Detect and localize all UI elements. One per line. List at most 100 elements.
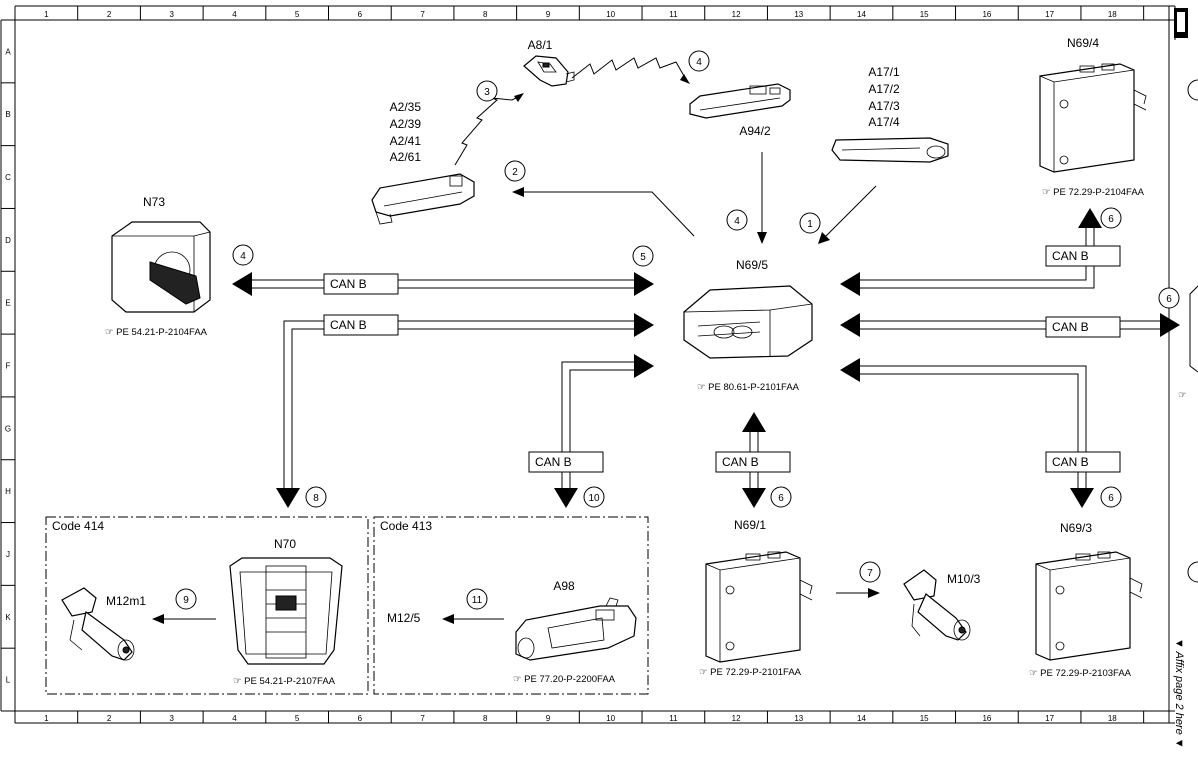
- svg-text:11: 11: [472, 595, 483, 606]
- svg-text:☞ PE 72.29-P-2101FAA: ☞ PE 72.29-P-2101FAA: [699, 667, 802, 678]
- edge-ref-icon: ☞: [1178, 390, 1187, 401]
- svg-text:6: 6: [1108, 214, 1114, 225]
- affix-note: ▼ Affix page 2 here ▼: [1173, 638, 1185, 749]
- svg-text:CAN B: CAN B: [330, 318, 367, 332]
- grid-col-label: 4: [232, 10, 237, 19]
- can-b-label-a98: CAN B: [528, 451, 604, 473]
- svg-text:5: 5: [640, 252, 646, 263]
- edge-circle-top: [1187, 79, 1198, 101]
- svg-text:4: 4: [734, 216, 740, 227]
- grid-col-label: 1: [44, 10, 49, 19]
- svg-text:6: 6: [1108, 493, 1114, 504]
- callout-6-n69-1: 6: [770, 486, 792, 508]
- svg-text:6: 6: [1166, 294, 1172, 305]
- a17-4-label: A17/4: [868, 115, 900, 129]
- grid-col-label: 17: [1045, 714, 1054, 723]
- svg-text:CAN B: CAN B: [1052, 320, 1089, 334]
- callout-10: 10: [583, 486, 605, 508]
- svg-text:9: 9: [183, 595, 189, 606]
- a8-1-label: A8/1: [528, 38, 553, 52]
- grid-col-label: 18: [1108, 10, 1117, 19]
- n69-3-ref: PE 72.29-P-2103FAA: [1040, 668, 1131, 679]
- grid-frame: 1122334455667788991010111112121313141415…: [0, 5, 1188, 724]
- svg-text:CAN B: CAN B: [722, 455, 759, 469]
- a94-2-antenna: A94/2: [689, 83, 791, 138]
- grid-col-label: 12: [732, 714, 741, 723]
- grid-col-label: 12: [732, 10, 741, 19]
- signal-line-2: [520, 191, 695, 237]
- grid-col-label: 14: [857, 10, 866, 19]
- callout-6-n69-3: 6: [1100, 486, 1122, 508]
- grid-row-label: D: [5, 236, 11, 245]
- grid-row-label: A: [5, 47, 11, 56]
- grid-row-label: L: [6, 676, 11, 685]
- svg-text:☞ PE 77.20-P-2200FAA: ☞ PE 77.20-P-2200FAA: [513, 674, 616, 685]
- can-b-label-right: CAN B: [1045, 316, 1121, 338]
- can-bus-n70: [276, 313, 654, 508]
- can-b-label-n73: CAN B: [323, 273, 399, 295]
- callout-4-antenna: 4: [688, 50, 710, 72]
- can-bus-n73: [232, 272, 654, 296]
- grid-col-label: 15: [920, 714, 929, 723]
- n70-ref-icon: ☞: [233, 676, 244, 687]
- n69-4-label: N69/4: [1067, 36, 1099, 50]
- a17-door-handles: A17/1 A17/2 A17/3 A17/4: [831, 65, 949, 163]
- grid-col-label: 8: [483, 714, 488, 723]
- code-413-label: Code 413: [380, 519, 432, 533]
- code-414-label: Code 414: [52, 519, 104, 533]
- signal-line-1: [825, 185, 877, 237]
- n73-label: N73: [143, 195, 165, 209]
- n69-3-module: N69/3 ☞ PE 72.29-P-2103FAA: [1029, 521, 1143, 679]
- n73-ref-icon: ☞: [105, 327, 116, 338]
- m10-3-label: M10/3: [947, 572, 981, 586]
- svg-text:6: 6: [778, 493, 784, 504]
- grid-col-label: 16: [982, 10, 991, 19]
- grid-col-label: 6: [358, 714, 363, 723]
- n69-5-module: N69/5 ☞ PE 80.61-P-2101FAA: [683, 258, 813, 393]
- a17-1-label: A17/1: [868, 65, 900, 79]
- can-bus-right: [840, 313, 1180, 337]
- n69-4-ref-icon: ☞: [1042, 187, 1053, 198]
- callout-1: 1: [799, 212, 821, 234]
- svg-text:10: 10: [588, 493, 600, 504]
- callout-8: 8: [305, 486, 327, 508]
- n70-label: N70: [274, 537, 296, 551]
- n69-3-ref-icon: ☞: [1029, 668, 1040, 679]
- svg-text:☞ PE 54.21-P-2107FAA: ☞ PE 54.21-P-2107FAA: [233, 676, 336, 687]
- grid-row-label: H: [5, 487, 11, 496]
- grid-row-label: G: [5, 424, 11, 433]
- a2-35-label: A2/35: [390, 100, 422, 114]
- grid-col-label: 15: [920, 10, 929, 19]
- svg-text:4: 4: [696, 57, 702, 68]
- svg-text:☞ PE 72.29-P-2103FAA: ☞ PE 72.29-P-2103FAA: [1029, 668, 1132, 679]
- callout-6-n69-4: 6: [1100, 207, 1122, 229]
- grid-row-label: B: [5, 110, 10, 119]
- m12-5-label: M12/5: [387, 611, 421, 625]
- grid-col-label: 9: [546, 714, 551, 723]
- svg-text:1: 1: [807, 219, 813, 230]
- grid-col-label: 2: [107, 714, 112, 723]
- a98-ref-icon: ☞: [513, 674, 524, 685]
- grid-row-label: K: [5, 613, 11, 622]
- a17-2-label: A17/2: [868, 82, 900, 96]
- callout-9: 9: [175, 588, 197, 610]
- grid-row-label: E: [5, 299, 10, 308]
- n73-ref: PE 54.21-P-2104FAA: [116, 327, 207, 338]
- wireless-link-4: [571, 57, 685, 79]
- a2-39-label: A2/39: [390, 117, 422, 131]
- n69-3-label: N69/3: [1060, 521, 1092, 535]
- svg-text:CAN B: CAN B: [1052, 249, 1089, 263]
- n69-4-module: N69/4 ☞ PE 72.29-P-2104FAA: [1039, 36, 1147, 198]
- grid-col-label: 11: [669, 714, 678, 723]
- svg-text:4: 4: [240, 251, 246, 262]
- can-b-label-n70: CAN B: [323, 314, 399, 336]
- m10-3-motor: M10/3: [903, 569, 981, 641]
- a2-receiver: A2/35 A2/39 A2/41 A2/61: [371, 100, 475, 225]
- grid-col-label: 7: [420, 714, 425, 723]
- n70-ref: PE 54.21-P-2107FAA: [244, 676, 335, 687]
- grid-col-label: 5: [295, 714, 300, 723]
- grid-col-label: 11: [669, 10, 678, 19]
- n70-overhead-panel: N70 ☞ PE 54.21-P-2107FAA: [229, 537, 343, 687]
- grid-col-label: 1: [44, 714, 49, 723]
